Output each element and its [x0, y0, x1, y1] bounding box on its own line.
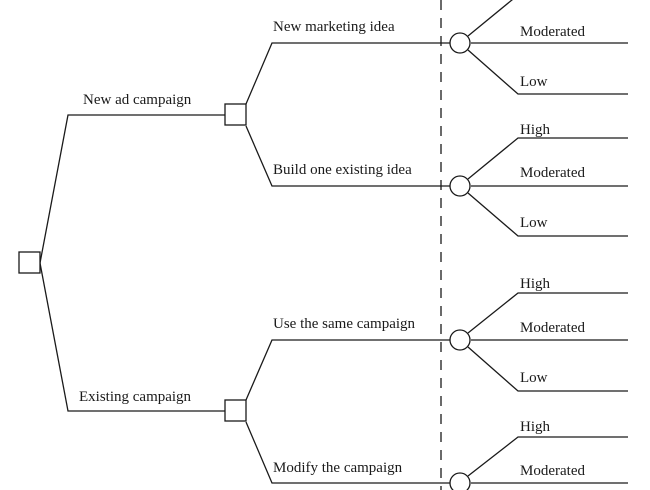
label-outcome-low-1: Low [520, 74, 548, 90]
edge-existing-to-use-same [245, 339, 450, 401]
label-outcome-moderated-1: Moderated [520, 24, 585, 40]
label-outcome-low-2: Low [520, 215, 548, 231]
label-existing-campaign: Existing campaign [79, 389, 192, 405]
edge-new-ad-to-build-idea [245, 125, 450, 187]
label-outcome-high-2: High [520, 122, 551, 138]
edge-chance1-low [467, 49, 628, 95]
edge-chance2-low [467, 192, 628, 237]
label-new-ad-campaign: New ad campaign [83, 92, 192, 108]
edge-chance3-low [467, 346, 628, 392]
edge-chance2-high [467, 137, 628, 180]
label-outcome-high-3: High [520, 276, 551, 292]
edge-new-ad-to-new-idea [245, 42, 450, 105]
decision-node-new-ad [224, 103, 247, 126]
edge-root-to-new-ad [39, 114, 225, 264]
chance-node-build-idea [449, 175, 471, 197]
edge-chance3-high [467, 292, 628, 334]
root-decision-node [18, 251, 41, 274]
edge-existing-to-modify [245, 421, 450, 484]
label-outcome-moderated-4: Moderated [520, 463, 585, 479]
label-build-existing-idea: Build one existing idea [273, 162, 412, 178]
label-outcome-high-4: High [520, 419, 551, 435]
label-use-same-campaign: Use the same campaign [273, 316, 416, 332]
edge-chance1-high [467, 0, 513, 37]
label-new-marketing-idea: New marketing idea [273, 19, 395, 35]
label-outcome-low-3: Low [520, 370, 548, 386]
edge-root-to-existing [39, 262, 225, 412]
decision-node-existing [224, 399, 247, 422]
chance-node-modify [449, 472, 471, 490]
label-modify-campaign: Modify the campaign [273, 460, 403, 476]
label-outcome-moderated-3: Moderated [520, 320, 585, 336]
label-outcome-moderated-2: Moderated [520, 165, 585, 181]
chance-node-use-same [449, 329, 471, 351]
chance-node-new-idea [449, 32, 471, 54]
edge-chance4-high [467, 436, 628, 477]
